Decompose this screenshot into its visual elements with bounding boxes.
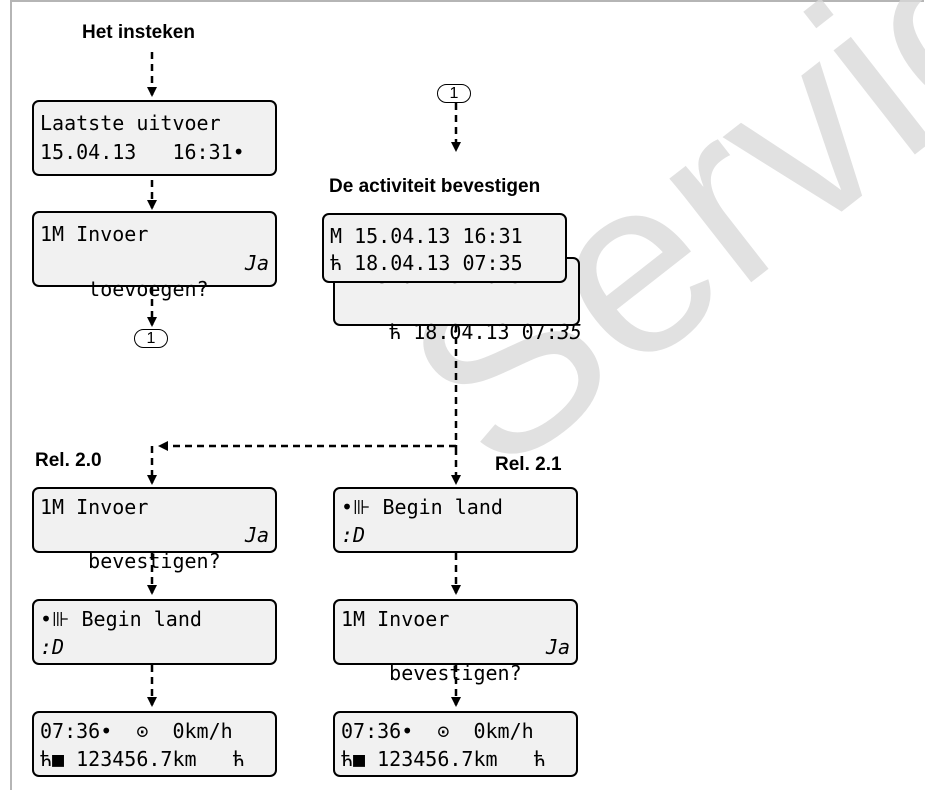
display-line-2: bevestigen? Ja	[341, 634, 570, 685]
display-line-2-text: bevestigen?	[88, 549, 221, 573]
heading-rel20: Rel. 2.0	[35, 450, 102, 471]
display-activity-front: M 15.04.13 16:31 ћ 18.04.13 07:35	[322, 213, 567, 283]
figure-frame	[10, 0, 924, 790]
display-line-2: :D	[40, 635, 65, 659]
display-line-1: •⊪ Begin land	[40, 607, 202, 631]
display-line-1: 07:36• ⊙ 0km/h	[40, 719, 233, 743]
display-line-2: 15.04.13 16:31•	[40, 140, 245, 164]
display-line-1: 1M Invoer	[341, 607, 450, 631]
display-line-1: 07:36• ⊙ 0km/h	[341, 719, 534, 743]
display-line-2-answer: Ja	[244, 251, 269, 275]
display-line-1: 1M Invoer	[40, 222, 149, 246]
display-line-2: :D	[341, 523, 366, 547]
heading-insert: Het insteken	[82, 22, 195, 43]
display-left-confirm: 1M Invoer bevestigen? Ja	[32, 487, 277, 573]
display-line-1: 1M Invoer	[40, 495, 149, 519]
connector-marker-left: 1	[134, 329, 168, 348]
heading-rel21: Rel. 2.1	[495, 454, 562, 475]
display-right-standard: 07:36• ⊙ 0km/h ћ■ 123456.7km ћ	[333, 711, 578, 777]
display-line-2-minutes: 35	[557, 320, 582, 344]
connector-marker-top: 1	[437, 84, 471, 103]
display-left-standard: 07:36• ⊙ 0km/h ћ■ 123456.7km ћ	[32, 711, 277, 777]
display-line-2: bevestigen? Ja	[40, 522, 269, 573]
display-add-entry: 1M Invoer toevoegen? Ja	[32, 211, 277, 301]
display-line-2-answer: Ja	[244, 523, 269, 547]
display-line-2-answer: Ja	[545, 635, 570, 659]
display-line-2: ћ 18.04.13 07:35	[341, 293, 582, 344]
display-line-2-text: ћ 18.04.13 07:	[389, 320, 558, 344]
display-right-confirm: 1M Invoer bevestigen? Ja	[333, 599, 578, 685]
display-line-2-text: bevestigen?	[389, 661, 522, 685]
heading-confirm-activity: De activiteit bevestigen	[329, 176, 541, 197]
display-line-2-text: toevoegen?	[88, 277, 209, 301]
display-right-country: •⊪ Begin land :D	[333, 487, 578, 553]
display-line-1: M 15.04.13 16:31	[330, 224, 523, 248]
display-left-country: •⊪ Begin land :D	[32, 599, 277, 665]
display-line-1: •⊪ Begin land	[341, 495, 503, 519]
display-line-2: ћ■ 123456.7km ћ	[40, 747, 245, 771]
display-line-2: ћ 18.04.13 07:35	[330, 251, 523, 275]
display-line-1: Laatste uitvoer	[40, 111, 221, 135]
display-line-2: toevoegen? Ja	[40, 250, 269, 301]
display-line-2: ћ■ 123456.7km ћ	[341, 747, 546, 771]
display-last-output: Laatste uitvoer 15.04.13 16:31•	[32, 100, 277, 176]
